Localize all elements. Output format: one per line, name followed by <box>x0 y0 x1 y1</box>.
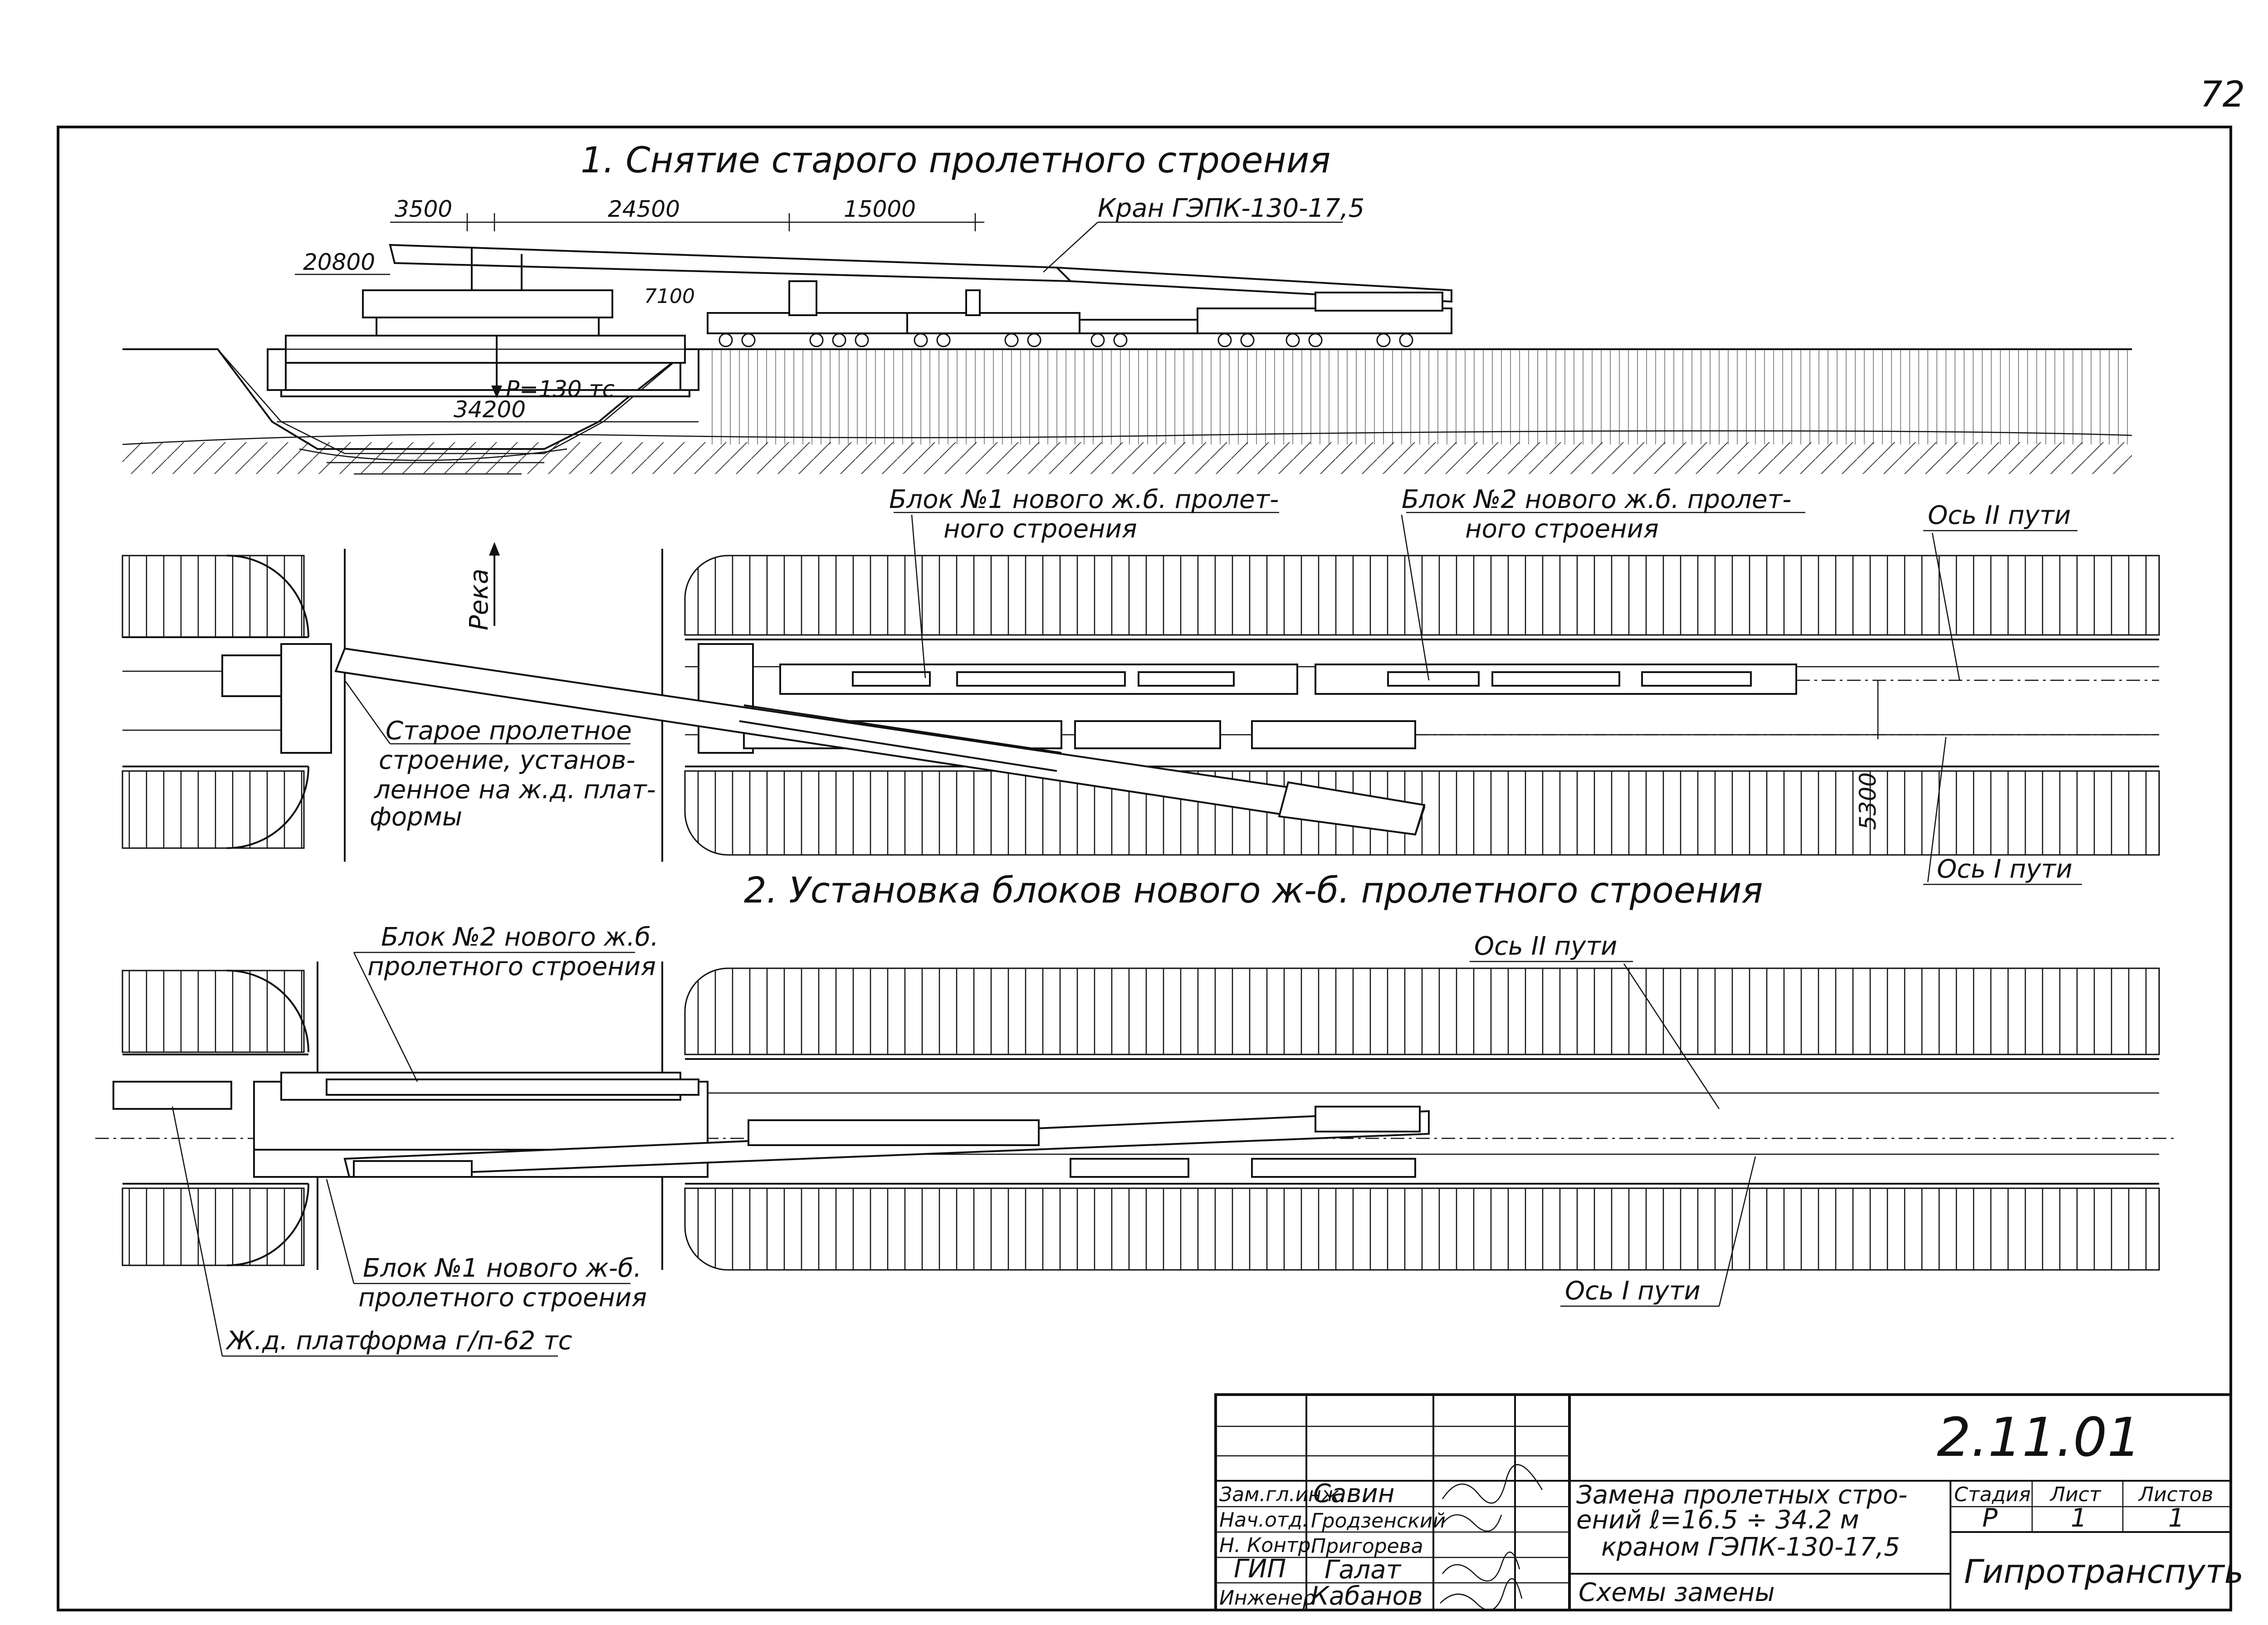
plan2-block1-label-line1: Блок №1 нового ж-б. <box>363 1254 641 1283</box>
plan1-block2-label-line1: Блок №2 нового ж.б. пролет- <box>1402 485 1791 514</box>
signer-role-1: Зам.гл.инж. <box>1219 1483 1346 1506</box>
crane-label: Кран ГЭПК-130-17,5 <box>1098 194 1364 223</box>
old-span-label-line1: Старое пролетное <box>386 716 632 746</box>
description-line3: краном ГЭПК-130-17,5 <box>1601 1532 1900 1562</box>
signer-name-3: Пригорева <box>1311 1535 1423 1558</box>
plan2-axis1-label: Ось I пути <box>1565 1276 1701 1306</box>
title-block: Зам.гл.инж. Савин Нач.отд. Гродзенский Н… <box>1214 1393 2244 1611</box>
page-number: 72 <box>2200 74 2245 115</box>
old-span-label-line3: ленное на ж.д. плат- <box>374 775 656 805</box>
sheet-value: 1 <box>2071 1503 2087 1533</box>
drawing-code: 2.11.01 <box>1937 1406 2141 1469</box>
description-line1: Замена пролетных стро- <box>1576 1480 1907 1510</box>
plan1-dim-5300: 5300 <box>1855 772 1881 830</box>
river-label: Река <box>464 569 494 630</box>
organization: Гипротранспуть <box>1964 1552 2244 1591</box>
load-label: P=130 тс <box>506 376 615 402</box>
section2-title: 2. Установка блоков нового ж-б. пролетно… <box>744 870 1763 911</box>
plan2-axis2-label: Ось II пути <box>1474 932 1617 961</box>
signer-name-2: Гродзенский <box>1311 1509 1446 1532</box>
signer-name-5: Кабанов <box>1311 1581 1423 1611</box>
sheets-value: 1 <box>2168 1503 2185 1533</box>
signer-role-4: ГИП <box>1234 1554 1286 1584</box>
dim-15000: 15000 <box>844 196 916 222</box>
signer-name-4: Галат <box>1325 1555 1402 1585</box>
plan1-block2-label-line2: ного строения <box>1465 514 1659 544</box>
signer-name-1: Савин <box>1313 1479 1394 1508</box>
signer-role-2: Нач.отд. <box>1219 1508 1309 1532</box>
elevation-view: P=130 тс 34200 3500 24500 <box>122 194 2132 475</box>
description-line4: Схемы замены <box>1579 1578 1775 1607</box>
plan1-block1-label-line2: ного строения <box>943 514 1137 544</box>
dim-34200: 34200 <box>454 396 526 423</box>
stage-header: Стадия <box>1954 1483 2031 1506</box>
signer-role-3: Н. Контр. <box>1219 1534 1317 1557</box>
section1-title: 1. Снятие старого пролетного строения <box>581 140 1330 181</box>
dim-3500: 3500 <box>395 196 452 222</box>
dim-20800: 20800 <box>303 249 375 275</box>
plan1-axis2-label: Ось II пути <box>1928 501 2071 530</box>
sheet-header: Лист <box>2049 1483 2102 1506</box>
signatures <box>1440 1464 1543 1611</box>
old-span-label-line2: строение, установ- <box>379 746 635 775</box>
platform-label: Ж.д. платформа г/п-62 тс <box>225 1326 572 1356</box>
sheet-frame <box>57 126 2232 1611</box>
description-line2: ений ℓ=16.5 ÷ 34.2 м <box>1576 1505 1859 1535</box>
plan-view-1: Река Блок №1 нового ж.б. пролет- ного ст… <box>122 485 2160 885</box>
dim-7100: 7100 <box>644 285 695 308</box>
sheets-header: Листов <box>2138 1483 2213 1506</box>
dim-24500: 24500 <box>608 196 680 222</box>
plan1-block1-label-line1: Блок №1 нового ж.б. пролет- <box>889 485 1279 514</box>
old-span-label-line4: формы <box>370 802 462 832</box>
stage-value: Р <box>1982 1503 1998 1533</box>
wheels <box>719 333 1413 347</box>
plan2-block2-label-line1: Блок №2 нового ж.б. <box>381 922 659 952</box>
plan1-axis1-label: Ось I пути <box>1937 854 2072 884</box>
plan2-block2-label-line2: пролетного строения <box>367 952 656 981</box>
plan-view-2: Блок №2 нового ж.б. пролетного строения … <box>95 922 2177 1357</box>
signer-role-5: Инженер <box>1219 1586 1315 1610</box>
plan2-block1-label-line2: пролетного строения <box>358 1283 647 1313</box>
